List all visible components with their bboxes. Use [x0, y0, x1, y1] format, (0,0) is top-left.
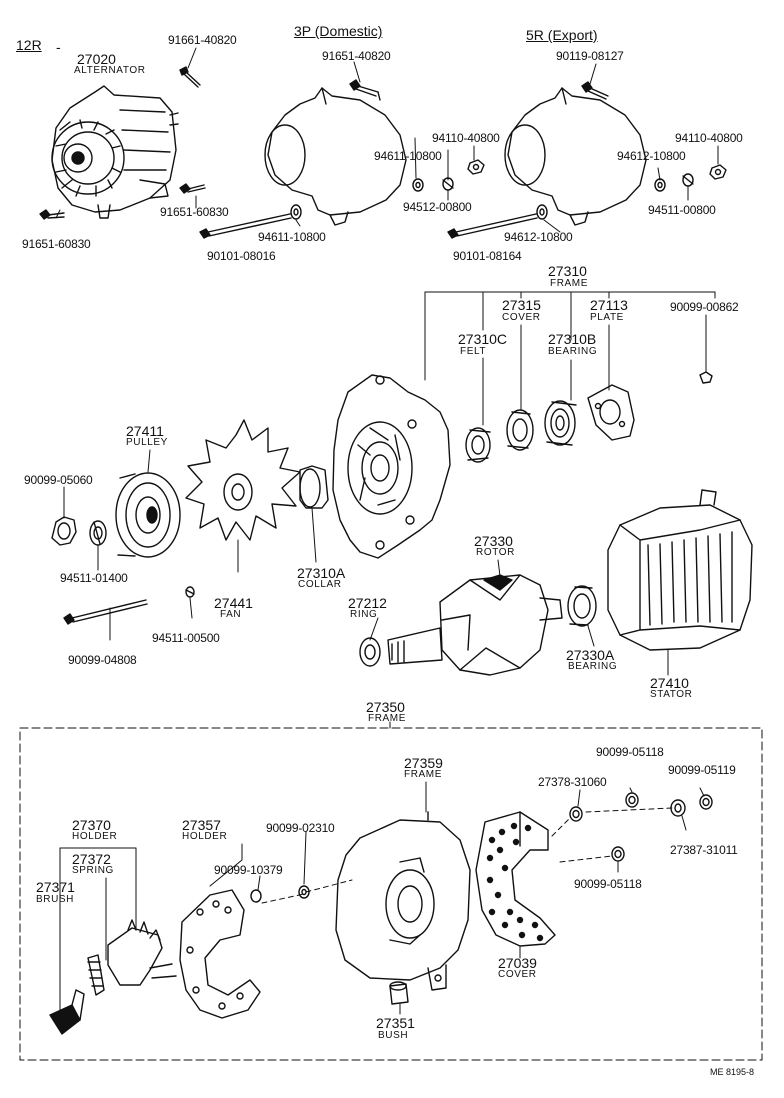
- stator-number: 27410: [650, 675, 689, 691]
- domestic-front-frame: [264, 79, 407, 226]
- part-90099-05060: 90099-05060: [24, 473, 93, 487]
- holder-bracket-lines: [59, 843, 243, 1013]
- cover2-name: COVER: [498, 969, 537, 980]
- ring-name: RING: [350, 609, 378, 620]
- model-code: 12R: [16, 37, 42, 53]
- part-exp-washer-2: 94612-10800: [504, 230, 573, 244]
- part-90099-05118-a: 90099-05118: [596, 745, 664, 759]
- holder2-name: HOLDER: [182, 831, 228, 842]
- spring-name: SPRING: [72, 865, 114, 876]
- part-90099-05118-b: 90099-05118: [574, 877, 642, 891]
- felt-number: 27310C: [458, 331, 508, 347]
- frame-name: FRAME: [550, 278, 588, 289]
- part-dom-nut: 94110-40800: [432, 131, 500, 145]
- part-91661-40820: 91661-40820: [168, 33, 237, 47]
- stator: [607, 489, 753, 651]
- part-dom-washer-1: 94611-10800: [374, 149, 442, 163]
- variant-domestic: 3P (Domestic): [294, 23, 383, 39]
- rear-dashed-leaders: [261, 807, 673, 904]
- ring-number: 27212: [348, 595, 387, 611]
- stator-name: STATOR: [650, 689, 693, 700]
- alternator-name: ALTERNATOR: [74, 65, 146, 76]
- pulley-name: PULLEY: [126, 437, 168, 448]
- rotor-name: ROTOR: [476, 547, 515, 558]
- holder2-number: 27357: [182, 817, 221, 833]
- plate-name: PLATE: [590, 312, 624, 323]
- part-94511-00500: 94511-00500: [152, 631, 220, 645]
- part-dom-washer-2: 94611-10800: [258, 230, 326, 244]
- bearing-number: 27310B: [548, 331, 597, 347]
- plate-number: 27113: [590, 297, 628, 313]
- fan-number: 27441: [214, 595, 253, 611]
- rear-frame-box: [19, 721, 763, 1061]
- export-hardware: [447, 164, 727, 239]
- fan-name: FAN: [220, 609, 242, 620]
- rear-end-frame: [335, 811, 471, 1005]
- alternator-number: 27020: [77, 51, 116, 67]
- brush-holder-assembly: [49, 919, 177, 1035]
- frame2-number: 27359: [404, 755, 443, 771]
- part-exp-bolt: 90119-08127: [556, 49, 624, 63]
- rotor-number: 27330: [474, 533, 513, 549]
- brush-name: BRUSH: [36, 894, 75, 905]
- frame-number: 27310: [548, 263, 587, 279]
- brush-holder-plate: [179, 885, 310, 1019]
- pulley-number: 27411: [126, 423, 164, 439]
- part-94511-01400: 94511-01400: [60, 571, 128, 585]
- part-dom-lockwasher: 94512-00800: [403, 200, 472, 214]
- domestic-hardware: [199, 159, 485, 239]
- front-bearing-parts: [465, 371, 713, 463]
- bearing-name: BEARING: [548, 346, 598, 357]
- part-dom-through-bolt: 90101-08016: [207, 249, 276, 263]
- part-91651-60830-a: 91651-60830: [160, 205, 229, 219]
- part-90099-05119: 90099-05119: [668, 763, 736, 777]
- part-90099-00862: 90099-00862: [670, 300, 739, 314]
- collar-number: 27310A: [297, 565, 346, 581]
- rear-frame-name: FRAME: [368, 713, 406, 724]
- leader-lines: [55, 47, 719, 1015]
- part-exp-nut: 94110-40800: [675, 131, 743, 145]
- variant-export: 5R (Export): [526, 27, 598, 43]
- holder-number: 27370: [72, 817, 111, 833]
- cover2-number: 27039: [498, 955, 537, 971]
- holder-name: HOLDER: [72, 831, 118, 842]
- part-27387-31011: 27387-31011: [670, 843, 738, 857]
- felt-name: FELT: [460, 346, 487, 357]
- drive-end-frame: [332, 374, 451, 559]
- frame2-name: FRAME: [404, 769, 442, 780]
- part-exp-lockwasher: 94511-00800: [648, 203, 716, 217]
- part-27378-31060: 27378-31060: [538, 775, 607, 789]
- bolt-and-washer: [63, 586, 195, 625]
- cover-name: COVER: [502, 312, 541, 323]
- export-front-frame: [504, 81, 647, 226]
- rear-frame-number: 27350: [366, 699, 405, 715]
- figure-code: ME 8195-8: [710, 1067, 755, 1077]
- part-90099-10379: 90099-10379: [214, 863, 283, 877]
- model-dash: -: [56, 39, 61, 55]
- pulley-fan-parts: [51, 419, 329, 558]
- collar-name: COLLAR: [298, 579, 342, 590]
- alternator-assembly: [51, 85, 179, 219]
- part-90099-02310: 90099-02310: [266, 821, 335, 835]
- part-exp-washer-1: 94612-10800: [617, 149, 686, 163]
- rotor-bearing-name: BEARING: [568, 661, 618, 672]
- bush-name: BUSH: [378, 1030, 409, 1041]
- part-dom-bolt: 91651-40820: [322, 49, 391, 63]
- brush-number: 27371: [36, 879, 75, 895]
- bush-number: 27351: [376, 1015, 415, 1031]
- cover-number: 27315: [502, 297, 541, 313]
- part-exp-through-bolt: 90101-08164: [453, 249, 522, 263]
- part-91651-60830-b: 91651-60830: [22, 237, 91, 251]
- spring-number: 27372: [72, 851, 111, 867]
- rotor-bearing-number: 27330A: [566, 647, 615, 663]
- rear-cover: [475, 811, 556, 947]
- part-90099-04808: 90099-04808: [68, 653, 137, 667]
- rotor-assembly: [359, 574, 597, 676]
- frame-bracket-lines: [424, 291, 716, 426]
